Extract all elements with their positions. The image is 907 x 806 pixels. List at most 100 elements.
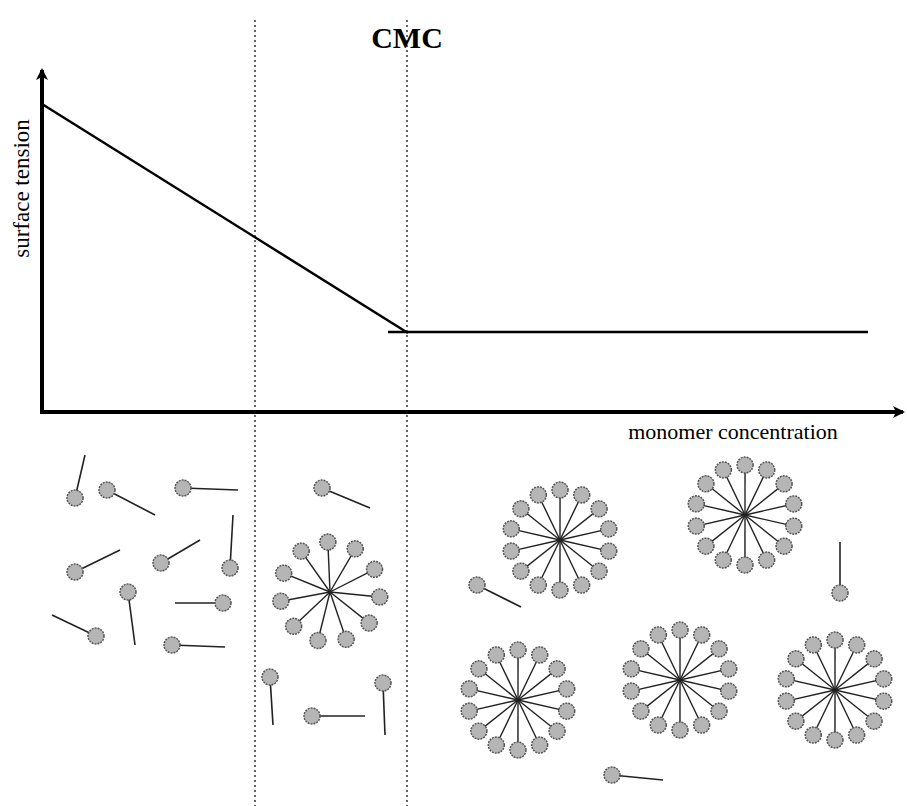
monomer-head bbox=[310, 633, 326, 649]
tension-plateau bbox=[388, 331, 868, 334]
monomer-head bbox=[737, 557, 753, 573]
monomer-head bbox=[120, 584, 136, 600]
monomer-head bbox=[552, 482, 568, 498]
monomer-head bbox=[320, 534, 336, 550]
monomer-head bbox=[367, 561, 383, 577]
monomer-head bbox=[574, 487, 590, 503]
surfactant-monomer bbox=[175, 595, 231, 611]
micelle bbox=[688, 457, 802, 573]
monomer-head bbox=[304, 708, 320, 724]
monomer-head bbox=[262, 669, 278, 685]
monomer-head bbox=[375, 675, 391, 691]
micelle bbox=[778, 632, 892, 748]
monomer-head bbox=[574, 577, 590, 593]
monomer-head bbox=[153, 555, 169, 571]
monomer-head bbox=[688, 518, 704, 534]
monomer-head bbox=[737, 457, 753, 473]
monomer-head bbox=[338, 631, 354, 647]
monomer-head bbox=[805, 637, 821, 653]
monomer-head bbox=[293, 543, 309, 559]
surfactant-monomer bbox=[222, 515, 238, 576]
monomer-head bbox=[623, 683, 639, 699]
surfactant-monomer bbox=[262, 669, 278, 725]
monomer-head bbox=[786, 518, 802, 534]
monomer-head bbox=[786, 496, 802, 512]
surfactant-monomer bbox=[99, 482, 155, 515]
monomer-head bbox=[688, 496, 704, 512]
x-axis bbox=[40, 410, 903, 414]
monomer-head bbox=[276, 565, 292, 581]
x-axis-title: monomer concentration bbox=[628, 421, 838, 443]
monomer-head bbox=[471, 723, 487, 739]
monomer-head bbox=[222, 560, 238, 576]
y-axis bbox=[40, 70, 44, 412]
monomer-head bbox=[164, 637, 180, 653]
monomer-head bbox=[591, 501, 607, 517]
monomer-head bbox=[711, 703, 727, 719]
tension-curve bbox=[42, 104, 408, 333]
monomer-head bbox=[549, 661, 565, 677]
monomer-head bbox=[601, 543, 617, 559]
monomer-head bbox=[530, 487, 546, 503]
monomer-head bbox=[215, 595, 231, 611]
monomer-head bbox=[849, 637, 865, 653]
monomer-head bbox=[552, 582, 568, 598]
monomer-head bbox=[510, 642, 526, 658]
monomer-head bbox=[715, 462, 731, 478]
monomer-head bbox=[694, 627, 710, 643]
monomer-head bbox=[711, 641, 727, 657]
monomer-head bbox=[273, 593, 289, 609]
micelle bbox=[503, 482, 617, 598]
monomer-head bbox=[788, 713, 804, 729]
monomer-head bbox=[694, 717, 710, 733]
monomer-head bbox=[559, 703, 575, 719]
monomer-head bbox=[510, 742, 526, 758]
monomer-head bbox=[488, 647, 504, 663]
monomer-head bbox=[549, 723, 565, 739]
monomer-head bbox=[503, 543, 519, 559]
surfactant-monomer bbox=[52, 615, 104, 644]
surfactant-monomer bbox=[164, 637, 225, 653]
monomer-head bbox=[633, 703, 649, 719]
monomer-head bbox=[604, 767, 620, 783]
monomer-head bbox=[776, 476, 792, 492]
surfactant-monomer bbox=[375, 675, 391, 735]
monomer-head bbox=[67, 564, 83, 580]
monomer-head bbox=[372, 589, 388, 605]
monomer-head bbox=[849, 727, 865, 743]
monomer-head bbox=[633, 641, 649, 657]
monomer-head bbox=[601, 521, 617, 537]
surfactant-monomer bbox=[153, 540, 200, 571]
monomer-head bbox=[672, 722, 688, 738]
micelle bbox=[461, 642, 575, 758]
molecule-illustration bbox=[52, 455, 892, 783]
surfactant-monomer bbox=[314, 480, 370, 508]
monomer-head bbox=[99, 482, 115, 498]
monomer-head bbox=[715, 552, 731, 568]
monomer-head bbox=[759, 462, 775, 478]
monomer-head bbox=[650, 717, 666, 733]
surfactant-monomer bbox=[175, 480, 238, 496]
monomer-head bbox=[721, 683, 737, 699]
monomer-head bbox=[759, 552, 775, 568]
monomer-head bbox=[827, 732, 843, 748]
monomer-head bbox=[623, 661, 639, 677]
monomer-head bbox=[530, 577, 546, 593]
monomer-head bbox=[832, 585, 848, 601]
micelle bbox=[273, 534, 388, 648]
surfactant-monomer bbox=[604, 767, 663, 783]
monomer-head bbox=[286, 618, 302, 634]
monomer-head bbox=[778, 671, 794, 687]
monomer-head bbox=[827, 632, 843, 648]
monomer-head bbox=[698, 476, 714, 492]
monomer-head bbox=[788, 651, 804, 667]
monomer-head bbox=[513, 501, 529, 517]
surfactant-monomer bbox=[67, 550, 120, 580]
monomer-head bbox=[866, 713, 882, 729]
monomer-head bbox=[776, 538, 792, 554]
monomer-head bbox=[876, 671, 892, 687]
monomer-head bbox=[876, 693, 892, 709]
monomer-head bbox=[67, 490, 83, 506]
monomer-head bbox=[721, 661, 737, 677]
